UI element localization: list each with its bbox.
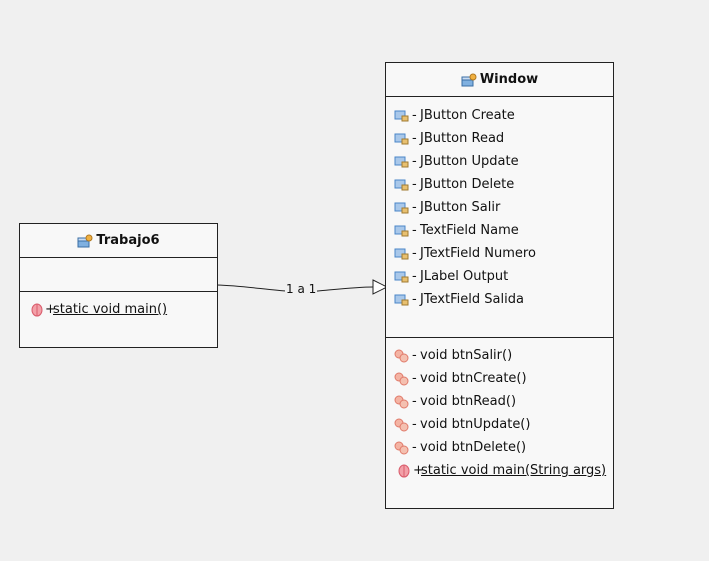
attribute-row[interactable]: -JTextField Numero bbox=[386, 242, 613, 265]
attribute-signature: JButton Salir bbox=[420, 200, 501, 215]
visibility-marker: - bbox=[412, 246, 417, 261]
visibility-marker: - bbox=[412, 154, 417, 169]
method-signature: void btnCreate() bbox=[420, 371, 527, 386]
visibility-marker: - bbox=[412, 417, 417, 432]
class-box-window[interactable]: Window -JButton Create-JButton Read-JBut… bbox=[385, 62, 614, 509]
attributes-section bbox=[20, 258, 217, 292]
attribute-signature: JTextField Numero bbox=[420, 246, 536, 261]
visibility-marker: - bbox=[412, 440, 417, 455]
method-row[interactable]: -void btnDelete() bbox=[386, 436, 613, 459]
visibility-marker: + bbox=[45, 302, 56, 317]
method-icon bbox=[394, 417, 410, 432]
visibility-marker: - bbox=[412, 131, 417, 146]
attribute-row[interactable]: -JButton Create bbox=[386, 104, 613, 127]
class-box-trabajo6[interactable]: Trabajo6 +static void main() bbox=[19, 223, 218, 348]
attribute-row[interactable]: -TextField Name bbox=[386, 219, 613, 242]
method-signature: void btnDelete() bbox=[420, 440, 527, 455]
field-icon bbox=[394, 292, 410, 306]
attribute-signature: JTextField Salida bbox=[420, 292, 524, 307]
method-row[interactable]: +static void main() bbox=[20, 298, 217, 321]
attribute-signature: JButton Create bbox=[420, 108, 515, 123]
field-icon bbox=[394, 177, 410, 191]
method-icon bbox=[394, 394, 410, 409]
method-signature: static void main() bbox=[53, 302, 168, 317]
field-icon bbox=[394, 223, 410, 237]
class-icon bbox=[461, 73, 477, 87]
method-row[interactable]: -void btnUpdate() bbox=[386, 413, 613, 436]
method-icon bbox=[394, 348, 410, 363]
visibility-marker: - bbox=[412, 177, 417, 192]
visibility-marker: - bbox=[412, 223, 417, 238]
static-method-icon bbox=[397, 463, 413, 478]
visibility-marker: - bbox=[412, 394, 417, 409]
attribute-signature: JLabel Output bbox=[420, 269, 509, 284]
attribute-row[interactable]: -JLabel Output bbox=[386, 265, 613, 288]
method-signature: void btnRead() bbox=[420, 394, 517, 409]
visibility-marker: - bbox=[412, 269, 417, 284]
class-header: Window bbox=[386, 63, 613, 97]
attributes-section: -JButton Create-JButton Read-JButton Upd… bbox=[386, 97, 613, 338]
method-icon bbox=[394, 440, 410, 455]
open-triangle-arrowhead bbox=[372, 279, 389, 295]
field-icon bbox=[394, 154, 410, 168]
multiplicity-label: 1 a 1 bbox=[285, 282, 318, 296]
methods-section: -void btnSalir()-void btnCreate()-void b… bbox=[386, 338, 613, 482]
method-signature: static void main(String args) bbox=[421, 463, 607, 478]
class-name: Trabajo6 bbox=[96, 233, 160, 248]
attribute-row[interactable]: -JTextField Salida bbox=[386, 288, 613, 311]
visibility-marker: - bbox=[412, 108, 417, 123]
method-signature: void btnUpdate() bbox=[420, 417, 531, 432]
visibility-marker: - bbox=[412, 348, 417, 363]
method-signature: void btnSalir() bbox=[420, 348, 513, 363]
visibility-marker: - bbox=[412, 371, 417, 386]
method-row[interactable]: -void btnSalir() bbox=[386, 344, 613, 367]
visibility-marker: - bbox=[412, 292, 417, 307]
attribute-signature: JButton Delete bbox=[420, 177, 515, 192]
attribute-row[interactable]: -JButton Delete bbox=[386, 173, 613, 196]
class-name: Window bbox=[479, 72, 539, 87]
attribute-row[interactable]: -JButton Update bbox=[386, 150, 613, 173]
field-icon bbox=[394, 131, 410, 145]
static-method-icon bbox=[30, 302, 46, 317]
attribute-row[interactable]: -JButton Salir bbox=[386, 196, 613, 219]
method-row[interactable]: -void btnRead() bbox=[386, 390, 613, 413]
field-icon bbox=[394, 246, 410, 260]
methods-section: +static void main() bbox=[20, 292, 217, 321]
method-icon bbox=[394, 371, 410, 386]
class-header: Trabajo6 bbox=[20, 224, 217, 258]
visibility-marker: + bbox=[413, 463, 424, 478]
attribute-row[interactable]: -JButton Read bbox=[386, 127, 613, 150]
attribute-signature: TextField Name bbox=[420, 223, 519, 238]
attribute-signature: JButton Update bbox=[420, 154, 519, 169]
visibility-marker: - bbox=[412, 200, 417, 215]
attribute-signature: JButton Read bbox=[420, 131, 505, 146]
method-row[interactable]: -void btnCreate() bbox=[386, 367, 613, 390]
class-icon bbox=[77, 234, 93, 248]
field-icon bbox=[394, 108, 410, 122]
method-row[interactable]: +static void main(String args) bbox=[386, 459, 613, 482]
field-icon bbox=[394, 269, 410, 283]
field-icon bbox=[394, 200, 410, 214]
